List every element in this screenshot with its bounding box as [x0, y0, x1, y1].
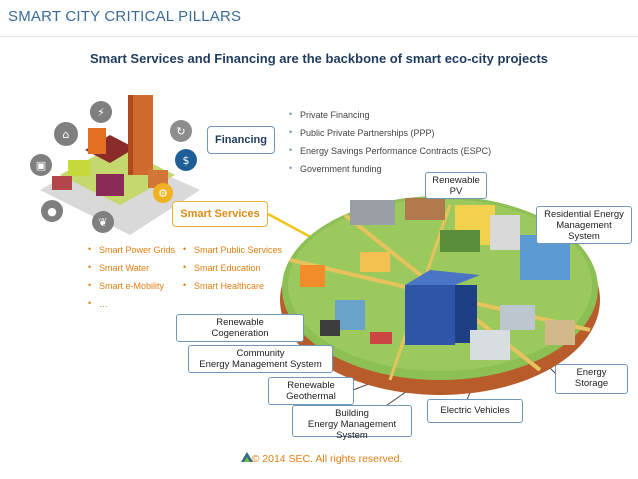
footer-logo-spacer — [236, 452, 248, 463]
callout-electric-vehicles: Electric Vehicles — [427, 399, 523, 423]
header-divider — [0, 36, 638, 37]
slide-title: SMART CITY CRITICAL PILLARS — [8, 8, 242, 25]
smart-service-item: Smart Water — [88, 262, 175, 273]
home-icon: ⌂ — [63, 128, 70, 141]
smart-services-list-2: Smart Public Services Smart Education Sm… — [183, 244, 282, 299]
financing-item: Energy Savings Performance Contracts (ES… — [289, 145, 491, 156]
financing-item: Public Private Partnerships (PPP) — [289, 127, 491, 138]
smart-service-item: Smart Healthcare — [183, 280, 282, 291]
smart-service-item: Smart Public Services — [183, 244, 282, 255]
water-drop-icon: ● — [47, 205, 57, 218]
financing-item: Government funding — [289, 163, 491, 174]
gear-icon: ⚙ — [158, 187, 168, 200]
smart-city-block-illustration — [40, 95, 200, 235]
copyright-text: © 2014 SEC. All rights reserved. — [251, 453, 403, 465]
financing-item: Private Financing — [289, 109, 491, 120]
smart-service-item: Smart e-Mobility — [88, 280, 175, 291]
smart-services-label-box: Smart Services — [172, 201, 268, 227]
smart-services-list-1: Smart Power Grids Smart Water Smart e-Mo… — [88, 244, 175, 317]
callout-energy-storage: Energy Storage — [555, 364, 628, 394]
leaf-icon: ❦ — [98, 216, 107, 229]
lightning-icon: ⚡ — [97, 106, 105, 119]
service-icons-ring — [30, 101, 197, 233]
smart-service-item: … — [88, 298, 175, 309]
dollar-icon: $ — [183, 154, 190, 167]
sec-logo-icon — [241, 452, 253, 462]
eco-city-disc — [280, 196, 600, 395]
footer-copyright: © 2014 SEC. All rights reserved. — [0, 452, 638, 465]
callout-renewable-cogeneration: Renewable Cogeneration — [176, 314, 304, 342]
slide-subtitle: Smart Services and Financing are the bac… — [89, 51, 549, 66]
service-icon-glyphs: ⌂ ⚡ ↻ $ ⚙ ▣ ● ❦ — [36, 106, 190, 229]
callout-renewable-pv: Renewable PV — [425, 172, 487, 199]
refresh-icon: ↻ — [176, 125, 185, 138]
financing-list: Private Financing Public Private Partner… — [289, 109, 491, 182]
bus-icon: ▣ — [36, 159, 46, 172]
callout-residential-ems: Residential Energy Management System — [536, 206, 632, 244]
callout-building-ems: Building Energy Management System — [292, 405, 412, 441]
financing-label-box: Financing — [207, 126, 275, 154]
smart-service-item: Smart Power Grids — [88, 244, 175, 255]
callout-community-ems: Community Energy Management System — [188, 345, 333, 373]
callout-renewable-geothermal: Renewable Geothermal — [268, 377, 354, 405]
smart-service-item: Smart Education — [183, 262, 282, 273]
